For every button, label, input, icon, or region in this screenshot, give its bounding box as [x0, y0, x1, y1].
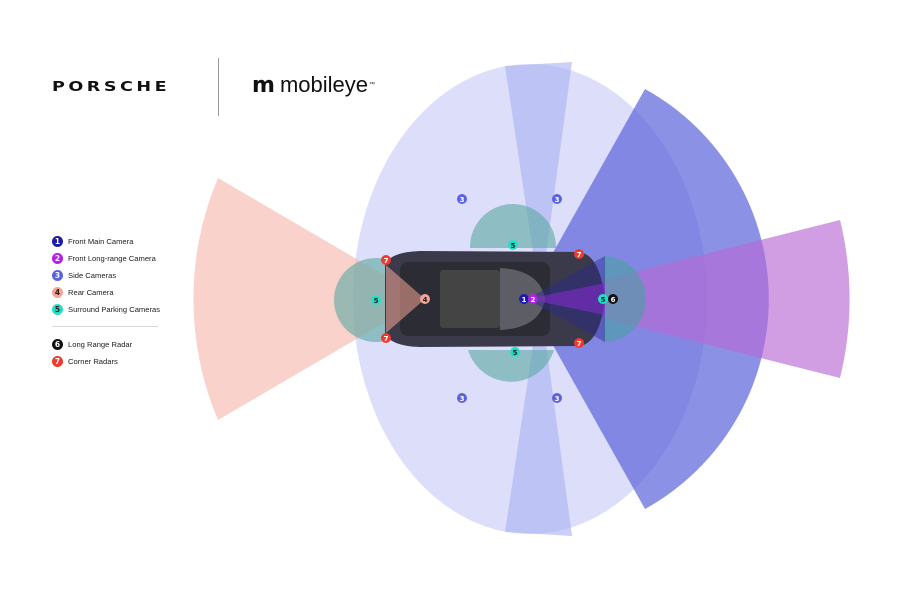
marker-side-camera-top-left: 3 — [457, 194, 467, 204]
legend-badge-5: 5 — [52, 304, 63, 315]
marker-rear-camera: 4 — [420, 294, 430, 304]
legend-item-front-main-camera: 1 Front Main Camera — [52, 233, 160, 250]
car-sunroof — [440, 270, 500, 328]
marker-corner-radar-rear-left: 7 — [381, 255, 391, 265]
marker-side-camera-bottom-left: 3 — [457, 393, 467, 403]
marker-parking-camera-rear: 5 — [371, 295, 381, 305]
marker-corner-radar-rear-right: 7 — [381, 333, 391, 343]
long-range-beam-overlay — [527, 283, 605, 315]
svg-text:6: 6 — [611, 296, 616, 304]
svg-text:1: 1 — [522, 296, 527, 304]
svg-text:5: 5 — [511, 242, 516, 250]
marker-corner-radar-front-left: 7 — [574, 249, 584, 259]
mobileye-logo: m mobileye ™ — [252, 72, 375, 98]
svg-text:7: 7 — [577, 340, 582, 348]
svg-text:5: 5 — [374, 297, 379, 305]
legend-label: Corner Radars — [68, 357, 118, 366]
legend-badge-6: 6 — [52, 339, 63, 350]
front-long-range-coverage — [527, 220, 850, 378]
rear-camera-coverage — [193, 178, 425, 420]
marker-parking-camera-right: 5 — [510, 347, 520, 357]
trademark-symbol: ™ — [368, 82, 375, 88]
svg-text:7: 7 — [384, 257, 389, 265]
svg-text:3: 3 — [555, 196, 560, 204]
legend-label: Front Main Camera — [68, 237, 134, 246]
marker-parking-camera-left: 5 — [508, 240, 518, 250]
svg-text:2: 2 — [531, 296, 536, 304]
marker-side-camera-bottom-right: 3 — [552, 393, 562, 403]
marker-parking-camera-front: 5 — [598, 294, 608, 304]
legend-label: Rear Camera — [68, 288, 114, 297]
legend-item-corner-radars: 7 Corner Radars — [52, 353, 160, 370]
legend-label: Front Long-range Camera — [68, 254, 156, 263]
legend-item-side-cameras: 3 Side Cameras — [52, 267, 160, 284]
legend-label: Surround Parking Cameras — [68, 305, 161, 314]
rear-camera-overlay — [386, 265, 425, 333]
svg-text:5: 5 — [513, 349, 518, 357]
marker-corner-radar-front-right: 7 — [574, 338, 584, 348]
side-camera-beam-bottom — [505, 299, 572, 536]
legend-badge-7: 7 — [52, 356, 63, 367]
marker-side-camera-top-right: 3 — [552, 194, 562, 204]
marker-front-long-range-camera: 2 — [528, 294, 538, 304]
legend-label: Long Range Radar — [68, 340, 133, 349]
svg-text:3: 3 — [555, 395, 560, 403]
svg-text:7: 7 — [384, 335, 389, 343]
parking-camera-right-coverage — [468, 350, 554, 382]
marker-long-range-radar: 6 — [608, 294, 618, 304]
legend-label: Side Cameras — [68, 271, 117, 280]
legend-badge-3: 3 — [52, 270, 63, 281]
car-top-view — [385, 251, 605, 347]
svg-text:3: 3 — [460, 395, 465, 403]
side-camera-beam-top — [505, 62, 572, 299]
svg-text:4: 4 — [423, 296, 428, 304]
legend-badge-2: 2 — [52, 253, 63, 264]
legend-item-surround-parking-cameras: 5 Surround Parking Cameras — [52, 301, 160, 318]
legend-item-long-range-radar: 6 Long Range Radar — [52, 336, 160, 353]
parking-camera-front-coverage — [603, 256, 646, 342]
legend-badge-1: 1 — [52, 236, 63, 247]
sensor-legend: 1 Front Main Camera 2 Front Long-range C… — [52, 233, 160, 370]
legend-item-rear-camera: 4 Rear Camera — [52, 284, 160, 301]
parking-camera-left-coverage — [470, 204, 556, 248]
marker-front-main-camera: 1 — [519, 294, 529, 304]
logo-divider — [218, 58, 219, 116]
svg-text:5: 5 — [601, 296, 606, 304]
svg-text:7: 7 — [577, 251, 582, 259]
legend-divider — [52, 326, 158, 327]
svg-text:3: 3 — [460, 196, 465, 204]
porsche-logo: PORSCHE — [52, 80, 171, 95]
legend-item-front-long-range-camera: 2 Front Long-range Camera — [52, 250, 160, 267]
legend-badge-4: 4 — [52, 287, 63, 298]
mobileye-wordmark: mobileye — [279, 72, 368, 97]
mobileye-mark-icon: m — [252, 72, 275, 98]
